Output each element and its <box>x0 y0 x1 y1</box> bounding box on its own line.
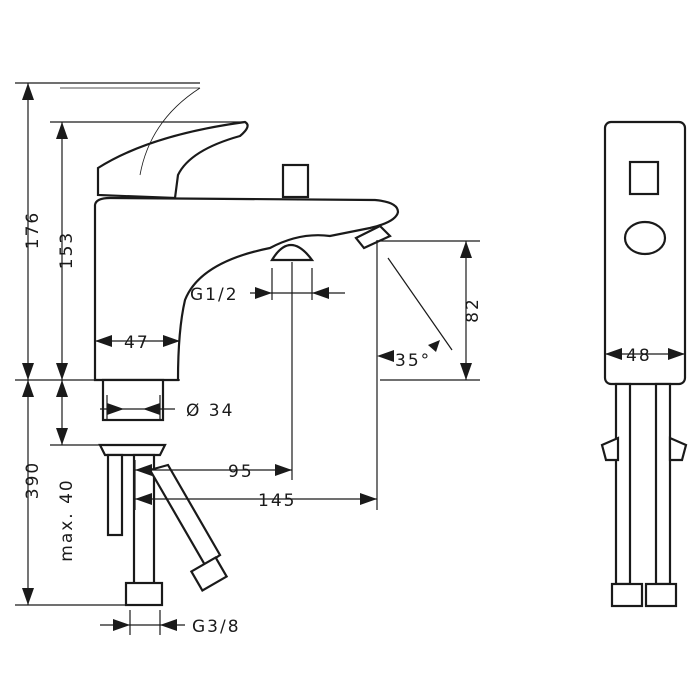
total-height-label: 176 <box>23 211 43 249</box>
spout-reach-label: 145 <box>258 491 296 511</box>
spout-height-label: 82 <box>463 297 483 323</box>
spout-angle-label: 35° <box>395 351 431 371</box>
max-deck-thickness-label: max. 40 <box>57 478 77 561</box>
body-height-label: 153 <box>57 231 77 269</box>
side-width-label: 48 <box>626 346 652 366</box>
outlet-offset-label: 95 <box>228 462 254 482</box>
front-view <box>60 87 400 607</box>
hose-length-label: 390 <box>23 461 43 499</box>
outlet-thread-label: G1/2 <box>190 285 239 305</box>
side-view <box>600 120 688 608</box>
body-depth-label: 47 <box>124 333 150 353</box>
shank-diameter-label: Ø 34 <box>186 401 234 421</box>
connection-thread-label: G3/8 <box>192 617 241 637</box>
dimension-lines <box>15 82 685 635</box>
